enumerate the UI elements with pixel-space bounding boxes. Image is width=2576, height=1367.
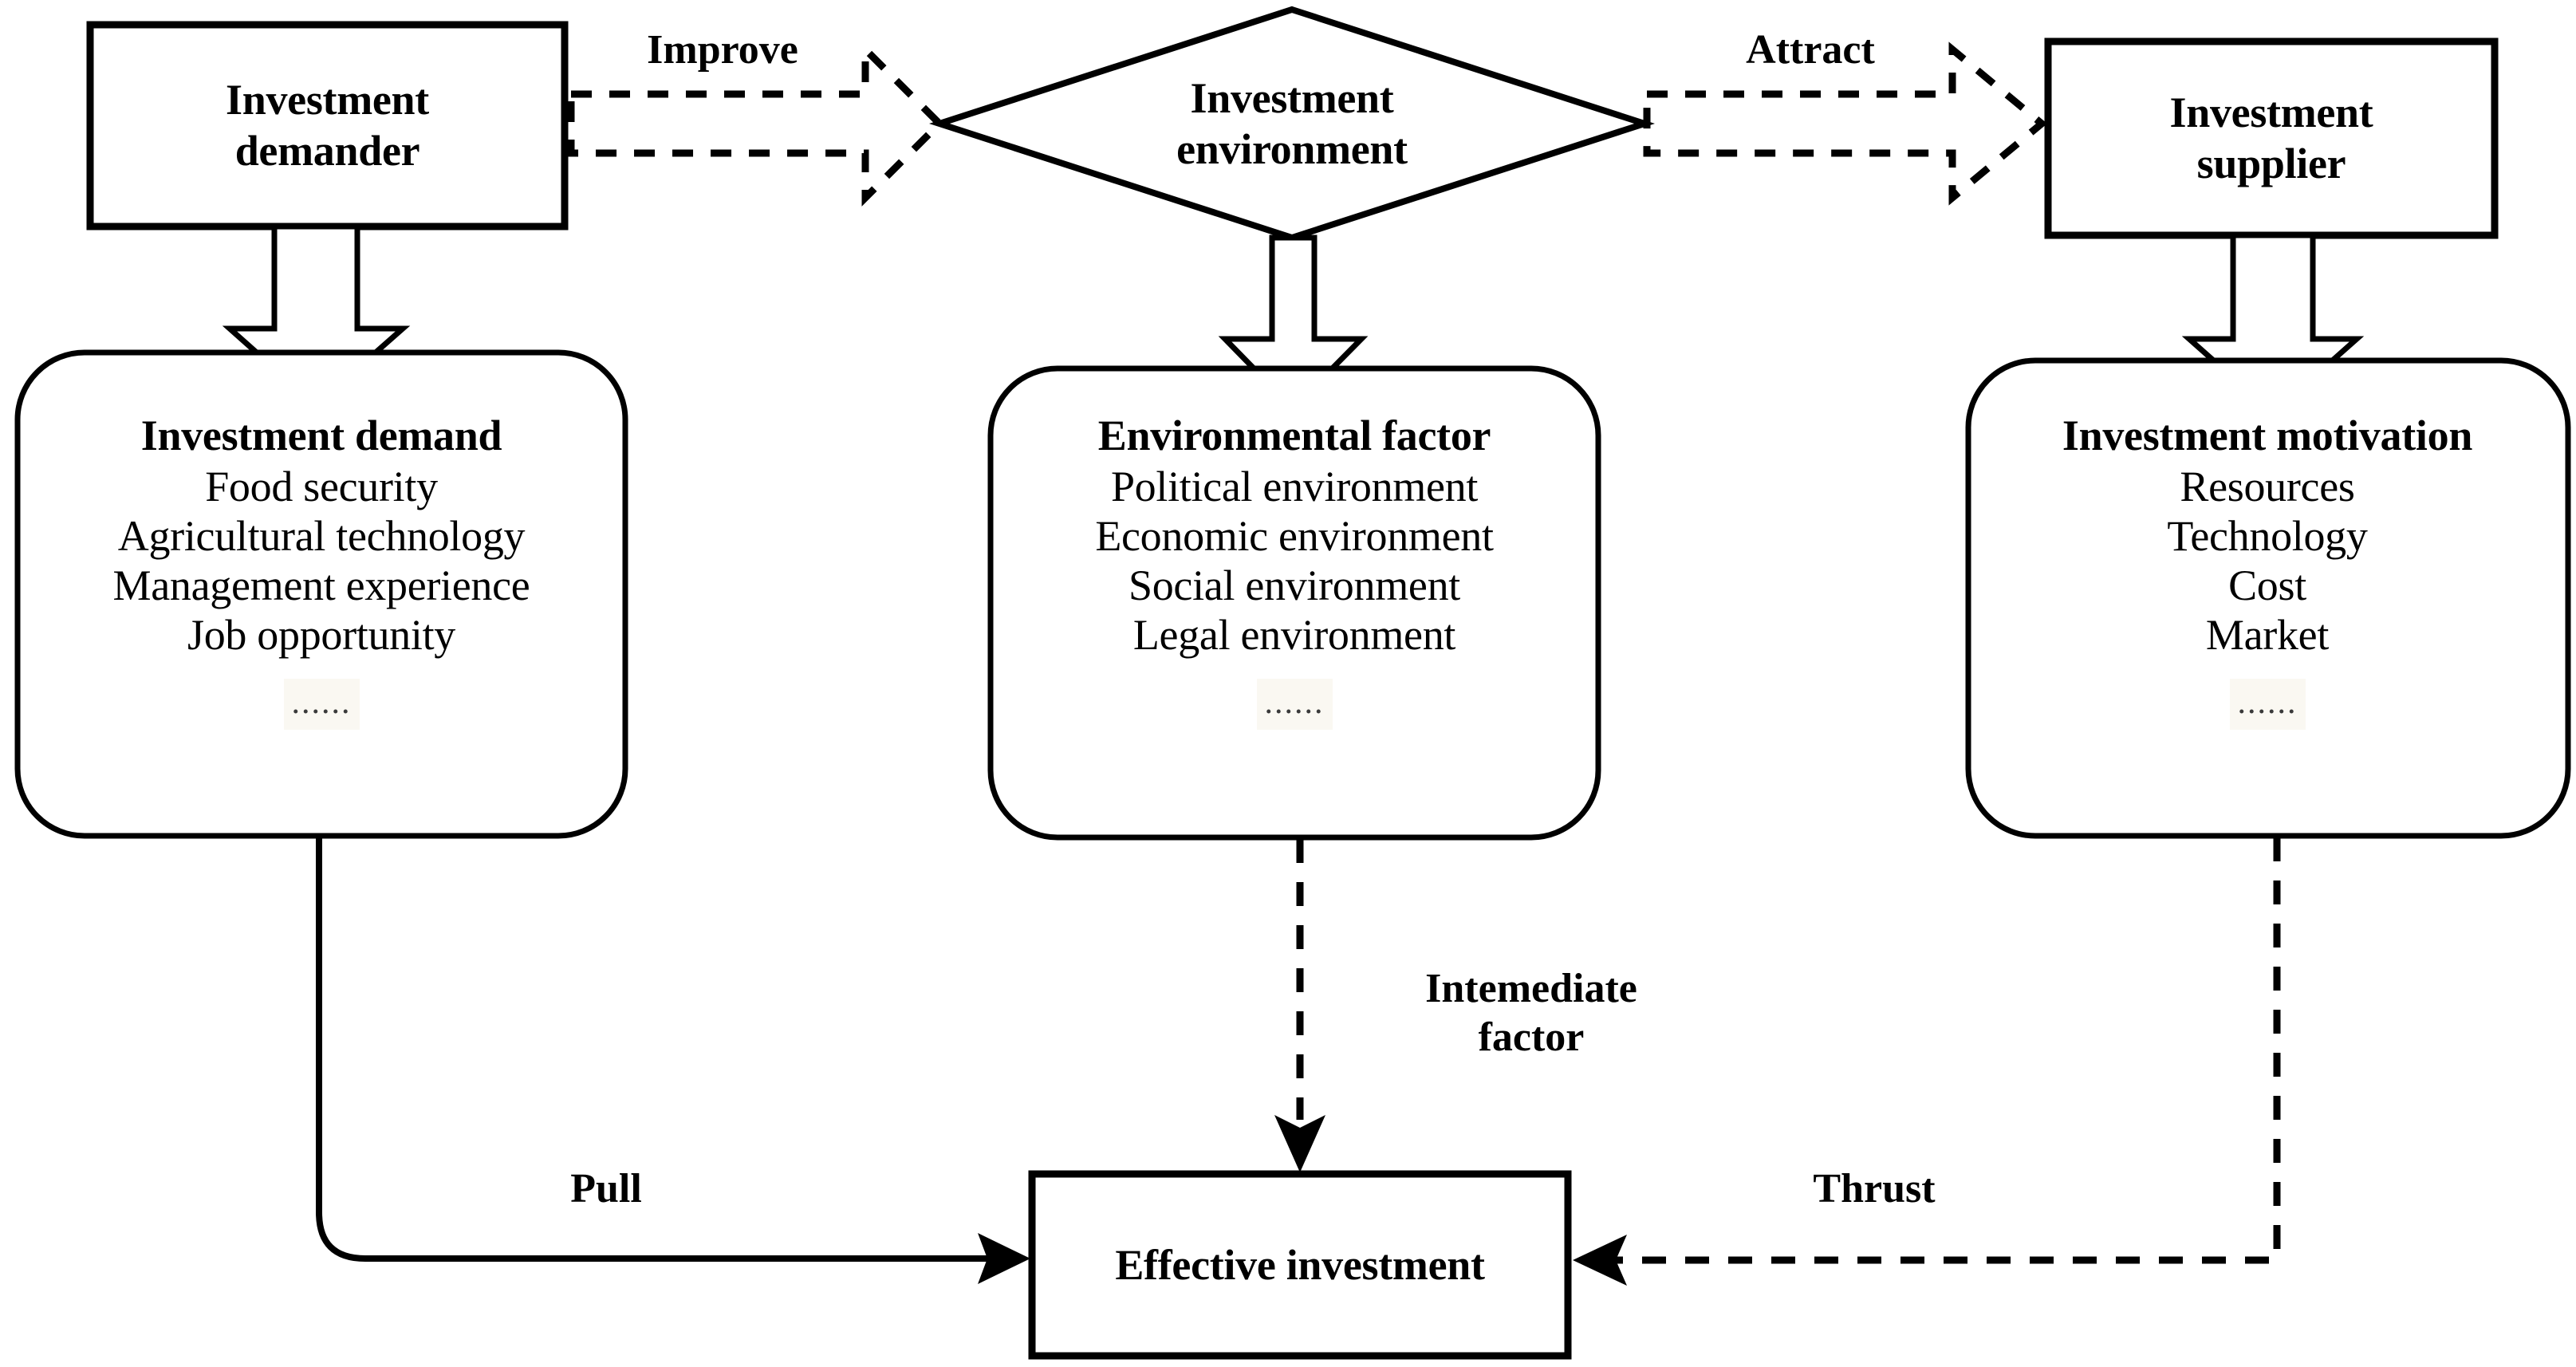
environmental-factor-ellipsis-wrap: ...... — [1256, 679, 1333, 730]
investment-demand-item-3: Management experience — [112, 561, 530, 609]
investment-motivation-item-4: Market — [2205, 611, 2330, 659]
thrust-arrowhead — [1573, 1235, 1627, 1286]
pull-arrowhead — [978, 1233, 1030, 1284]
investment-motivation-card[interactable] — [1965, 357, 2571, 839]
effective-investment-text: Effective investment — [1115, 1241, 1485, 1289]
thrust-connector[interactable] — [1613, 837, 2281, 1264]
investment-demand-item-2: Agricultural technology — [117, 512, 526, 560]
investment-demander-line-2: demander — [234, 126, 420, 175]
effective-investment-label: Effective investment — [1032, 1174, 1568, 1356]
environmental-factor-ellipsis: ...... — [1256, 679, 1333, 730]
investment-environment-line-2: environment — [1176, 124, 1408, 173]
investment-environment-label: Investment environment — [1069, 22, 1515, 226]
investment-demander-line-1: Investment — [226, 75, 429, 124]
investment-motivation-item-3: Cost — [2228, 561, 2306, 609]
pull-label: Pull — [570, 1166, 642, 1211]
investment-motivation-ellipsis: ...... — [2229, 679, 2306, 730]
improve-label: Improve — [647, 27, 798, 73]
investment-motivation-item-2: Technology — [2167, 512, 2368, 560]
investment-environment-line-1: Investment — [1190, 73, 1394, 122]
environmental-factor-item-3: Social environment — [1128, 561, 1460, 609]
intermediate-factor-line-1: Intemediate — [1425, 965, 1637, 1011]
investment-demand-item-4: Job opportunity — [187, 611, 455, 659]
investment-demand-ellipsis: ...... — [283, 679, 360, 730]
environmental-factor-item-4: Legal environment — [1132, 611, 1456, 659]
intermediate-factor-line-2: factor — [1478, 1014, 1585, 1060]
environmental-factor-title: Environmental factor — [1097, 412, 1491, 459]
investment-motivation-item-1: Resources — [2180, 463, 2355, 510]
investment-supplier-line-1: Investment — [2169, 88, 2373, 136]
investment-demander-label: Investment demander — [90, 25, 565, 227]
environmental-factor-item-1: Political environment — [1110, 463, 1479, 510]
investment-motivation-title: Investment motivation — [2062, 412, 2473, 459]
environmental-factor-item-2: Economic environment — [1095, 512, 1494, 560]
intermediate-factor-arrowhead — [1274, 1115, 1325, 1172]
attract-arrow[interactable] — [1643, 41, 2048, 206]
investment-demand-title: Investment demand — [140, 412, 502, 459]
environmental-factor-content: Environmental factor Political environme… — [991, 411, 1598, 730]
investment-supplier-label: Investment supplier — [2048, 41, 2495, 235]
investment-motivation-content: Investment motivation Resources Technolo… — [1964, 411, 2571, 730]
intermediate-factor-label: Intemediate factor — [1340, 949, 1723, 1077]
investment-demand-ellipsis-wrap: ...... — [283, 679, 360, 730]
pull-connector[interactable] — [316, 836, 995, 1262]
environmental-factor-card[interactable] — [987, 365, 1601, 841]
effective-investment-box[interactable] — [1028, 1170, 1572, 1360]
attract-label: Attract — [1746, 27, 1875, 73]
investment-demand-content: Investment demand Food security Agricult… — [18, 411, 625, 730]
investment-supplier-line-2: supplier — [2196, 139, 2346, 187]
investment-motivation-ellipsis-wrap: ...... — [2229, 679, 2306, 730]
investment-demand-item-1: Food security — [205, 463, 438, 510]
investment-demander-box[interactable] — [86, 21, 569, 230]
thrust-label: Thrust — [1813, 1166, 1936, 1211]
